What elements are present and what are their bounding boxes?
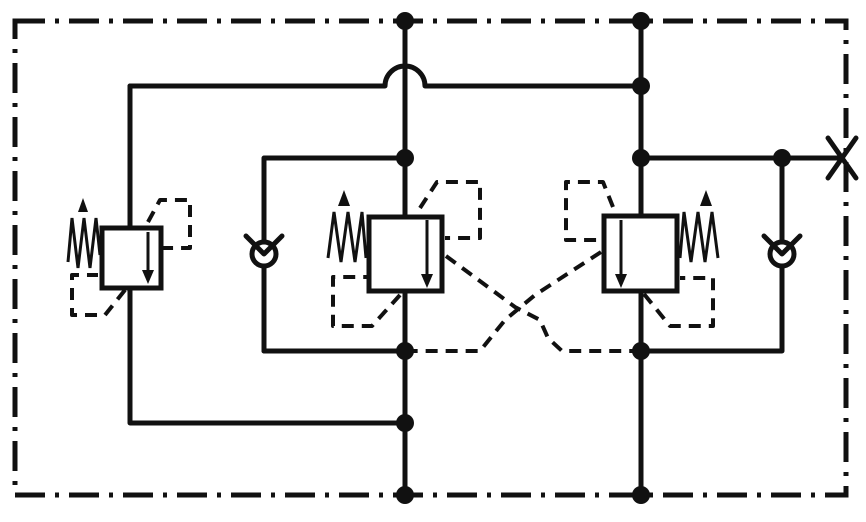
junction-node: [396, 12, 414, 30]
check-valve-left: [243, 233, 285, 269]
junction-nodes: [396, 12, 791, 504]
relief-valve-center-left: [326, 190, 445, 294]
spring-icon: [326, 211, 368, 263]
relief-valve-left: [66, 198, 164, 291]
spring-icon: [678, 211, 720, 263]
check-valve-right: [761, 233, 803, 269]
relief-valve-center-right: [601, 190, 720, 294]
junction-node: [773, 149, 791, 167]
junction-node: [632, 149, 650, 167]
spring-icon: [66, 217, 102, 269]
junction-node: [632, 486, 650, 504]
junction-node: [632, 77, 650, 95]
left-check-branch: [261, 155, 408, 246]
right-check-lower: [638, 262, 785, 354]
pilot-lines: [70, 180, 715, 353]
enclosure-boundary: [12, 18, 849, 498]
junction-node: [396, 149, 414, 167]
junction-node: [632, 342, 650, 360]
junction-node: [396, 342, 414, 360]
junction-node: [396, 486, 414, 504]
junction-node: [396, 414, 414, 432]
left-valve-return: [127, 285, 408, 426]
plug-x-icon: [825, 135, 859, 181]
crossover-line: [127, 63, 644, 89]
junction-node: [632, 12, 650, 30]
